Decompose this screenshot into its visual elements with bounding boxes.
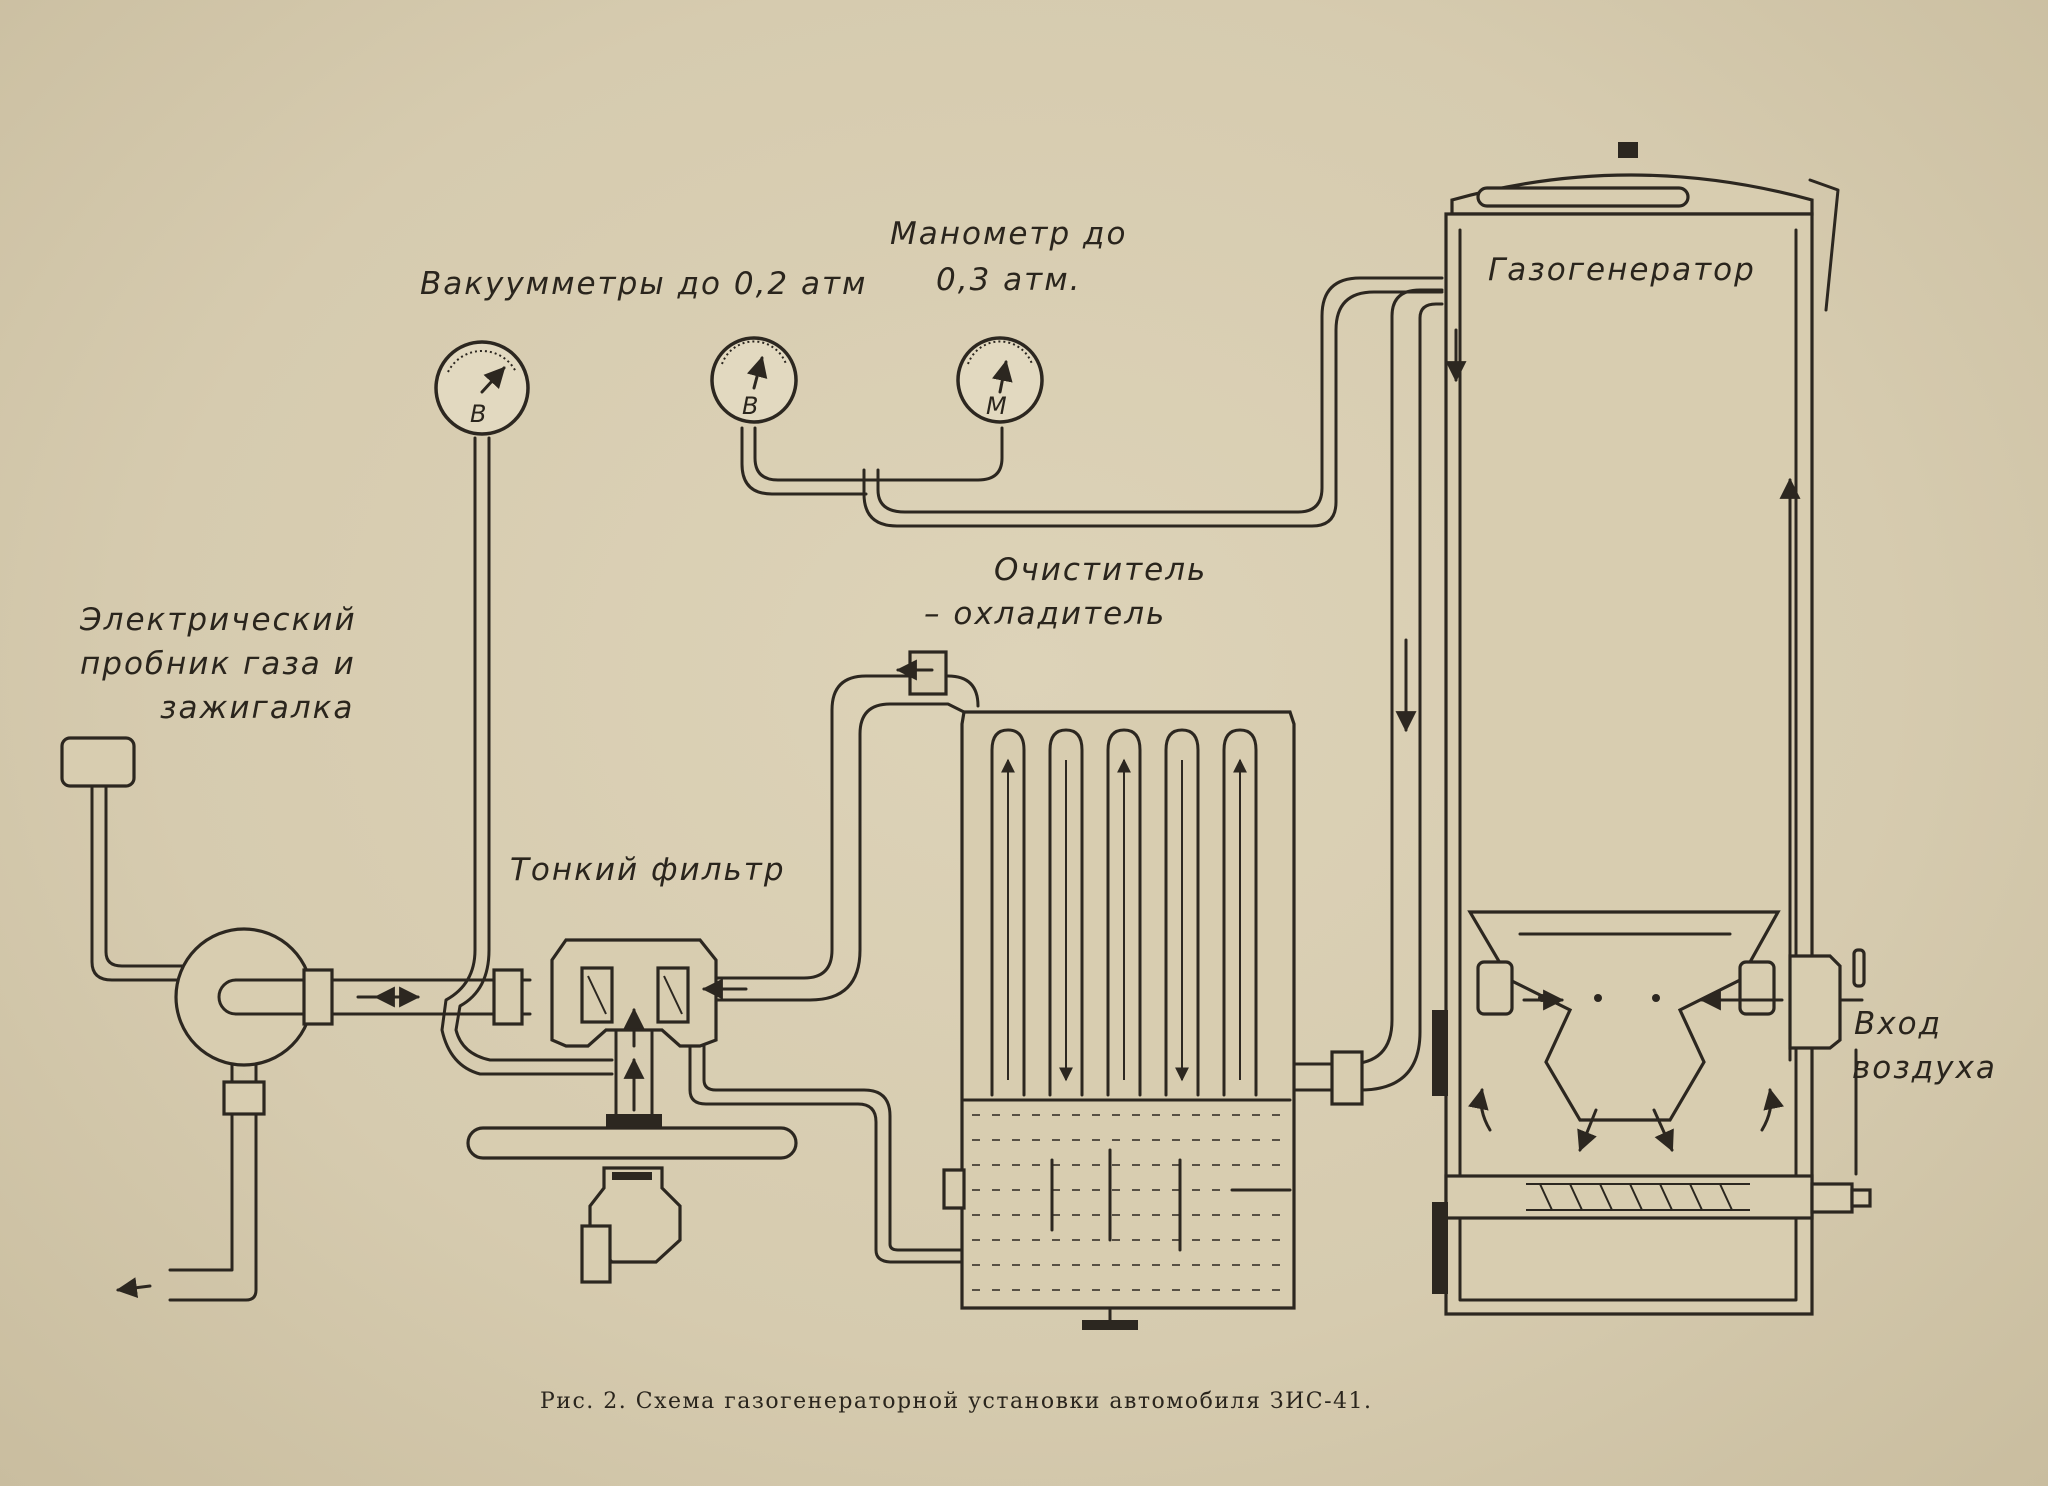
gauge-letter-1: В <box>470 400 486 428</box>
gas-generator <box>1432 142 1872 1316</box>
air-inlet-label-line1: Вход <box>1854 1006 1942 1042</box>
probe-label-line3: зажигалка <box>160 690 354 726</box>
manometer-gauge: М <box>956 336 1044 424</box>
cleaner-label-line1: Очиститель <box>994 552 1207 588</box>
electric-probe <box>60 736 184 982</box>
gauge-letter-2: В <box>742 392 758 420</box>
vacuum-gauge-2: В <box>710 336 798 424</box>
cleaner-cooler <box>895 288 1444 1330</box>
figure-caption: Рис. 2. Схема газогенераторной установки… <box>540 1389 1373 1414</box>
manometer-label-line2: 0,3 атм. <box>936 262 1081 298</box>
fine-filter-label: Тонкий фильтр <box>510 852 786 888</box>
fine-filter <box>466 674 964 1284</box>
gas-generator-label: Газогенератор <box>1488 252 1756 288</box>
air-inlet-label-line2: воздуха <box>1852 1050 1997 1086</box>
vacuum-gauges-label: Вакуумметры до 0,2 атм <box>420 266 867 302</box>
cooling-tubes <box>990 728 1258 1097</box>
vacuum-gauge-1: В <box>434 340 530 436</box>
gas-mixer <box>115 927 532 1302</box>
manometer-label-line1: Манометр до <box>890 216 1127 252</box>
probe-label-line2: пробник газа и <box>80 646 356 682</box>
gauge-letter-3: М <box>986 392 1007 420</box>
probe-label-line1: Электрический <box>79 602 357 638</box>
cleaner-label-line2: – охладитель <box>924 596 1166 632</box>
